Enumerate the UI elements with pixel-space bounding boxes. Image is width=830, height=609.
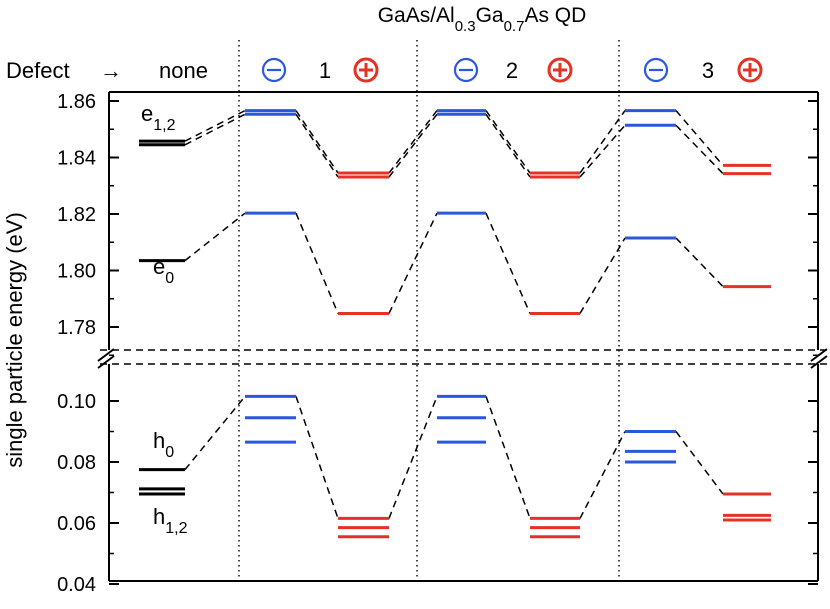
y-tick-label: 1.82 (57, 204, 96, 226)
state-label-base: e (153, 254, 165, 279)
y-tick-label: 0.08 (57, 452, 96, 474)
plus-circle-icon (353, 57, 379, 83)
state-label-base: e (141, 101, 153, 126)
y-tick-label: 0.10 (57, 391, 96, 413)
defect-arrow-icon: → (100, 58, 122, 83)
level-connector (485, 110, 531, 174)
level-connector (388, 110, 438, 174)
level-connector (485, 113, 531, 178)
title-part: GaAs/Al (378, 4, 455, 27)
level-connector (675, 110, 724, 166)
level-connector (485, 212, 531, 314)
chart-title: GaAs/Al0.3Ga0.7As QD (378, 4, 587, 35)
title-part: 0.3 (455, 18, 476, 35)
plus-circle-icon (547, 57, 573, 83)
level-column-none (139, 139, 185, 496)
level-connector (579, 431, 626, 519)
defect-number: 2 (506, 58, 518, 83)
defect-header-2: 2 (453, 57, 573, 83)
title-part: Ga (476, 4, 504, 27)
level-connector (485, 396, 531, 519)
axis-break-mark-left (97, 348, 115, 369)
energy-levels (139, 109, 771, 539)
level-connector (579, 124, 626, 178)
y-tick-label: 1.80 (57, 261, 96, 283)
minus-circle-icon (643, 57, 669, 83)
axis-frame (108, 91, 819, 582)
state-label-sub: 1,2 (153, 117, 175, 134)
minus-circle-icon (261, 57, 287, 83)
level-connector (579, 237, 626, 314)
level-connector (184, 113, 246, 146)
column-separators (238, 40, 620, 581)
level-connector (675, 124, 724, 175)
level-connector (388, 212, 438, 314)
title-part: As QD (524, 4, 586, 27)
level-connector (675, 237, 724, 288)
state-label-e12: e1,2 (141, 101, 176, 134)
y-tick-label: 1.86 (57, 91, 96, 113)
defect-header-1: 1 (261, 57, 379, 83)
level-column-3-plus (723, 163, 771, 522)
defect-label: Defect (6, 58, 70, 83)
level-connector (675, 431, 724, 495)
level-connector (388, 396, 438, 519)
state-label-h0: h0 (153, 428, 174, 461)
level-connector (184, 395, 246, 471)
level-column-2-plus (530, 171, 580, 539)
y-tick-label: 1.78 (57, 317, 96, 339)
y-ticks: 1.78 1.80 1.82 1.84 1.86 0.04 0.06 0.08 0.10 (57, 91, 818, 596)
defect-column-headers: 1 2 3 (261, 57, 763, 83)
level-column-1-minus (245, 109, 296, 444)
state-label-h12: h1,2 (153, 504, 188, 537)
level-connector (184, 109, 246, 142)
axis-break-mark-right (810, 348, 828, 369)
plus-circle-icon (737, 57, 763, 83)
state-label-sub: 1,2 (165, 520, 187, 537)
level-connector (579, 110, 626, 174)
state-label-base: h (153, 428, 165, 453)
level-column-3-minus (625, 109, 676, 464)
level-column-2-minus (437, 109, 486, 444)
level-connector (295, 396, 339, 519)
level-connector (295, 110, 339, 174)
state-label-e0: e0 (153, 254, 174, 287)
defect-none-label: none (159, 58, 208, 83)
title-part: 0.7 (504, 18, 525, 35)
y-tick-label: 0.06 (57, 513, 96, 535)
level-connectors (184, 109, 724, 519)
defect-number: 1 (319, 58, 331, 83)
state-label-sub: 0 (165, 444, 174, 461)
level-connector (184, 212, 246, 262)
state-label-base: h (153, 504, 165, 529)
defect-number: 3 (702, 58, 714, 83)
level-connector (295, 113, 339, 178)
y-tick-label: 1.84 (57, 148, 96, 170)
defect-header: Defect → none (6, 58, 208, 83)
state-label-sub: 0 (165, 270, 174, 287)
level-column-1-plus (338, 171, 389, 539)
defect-header-3: 3 (643, 57, 763, 83)
level-connector (388, 113, 438, 178)
minus-circle-icon (453, 57, 479, 83)
y-tick-label: 0.04 (57, 574, 96, 596)
level-connector (295, 212, 339, 314)
y-axis-label: single particle energy (eV) (2, 212, 27, 468)
axis-break (97, 348, 828, 369)
